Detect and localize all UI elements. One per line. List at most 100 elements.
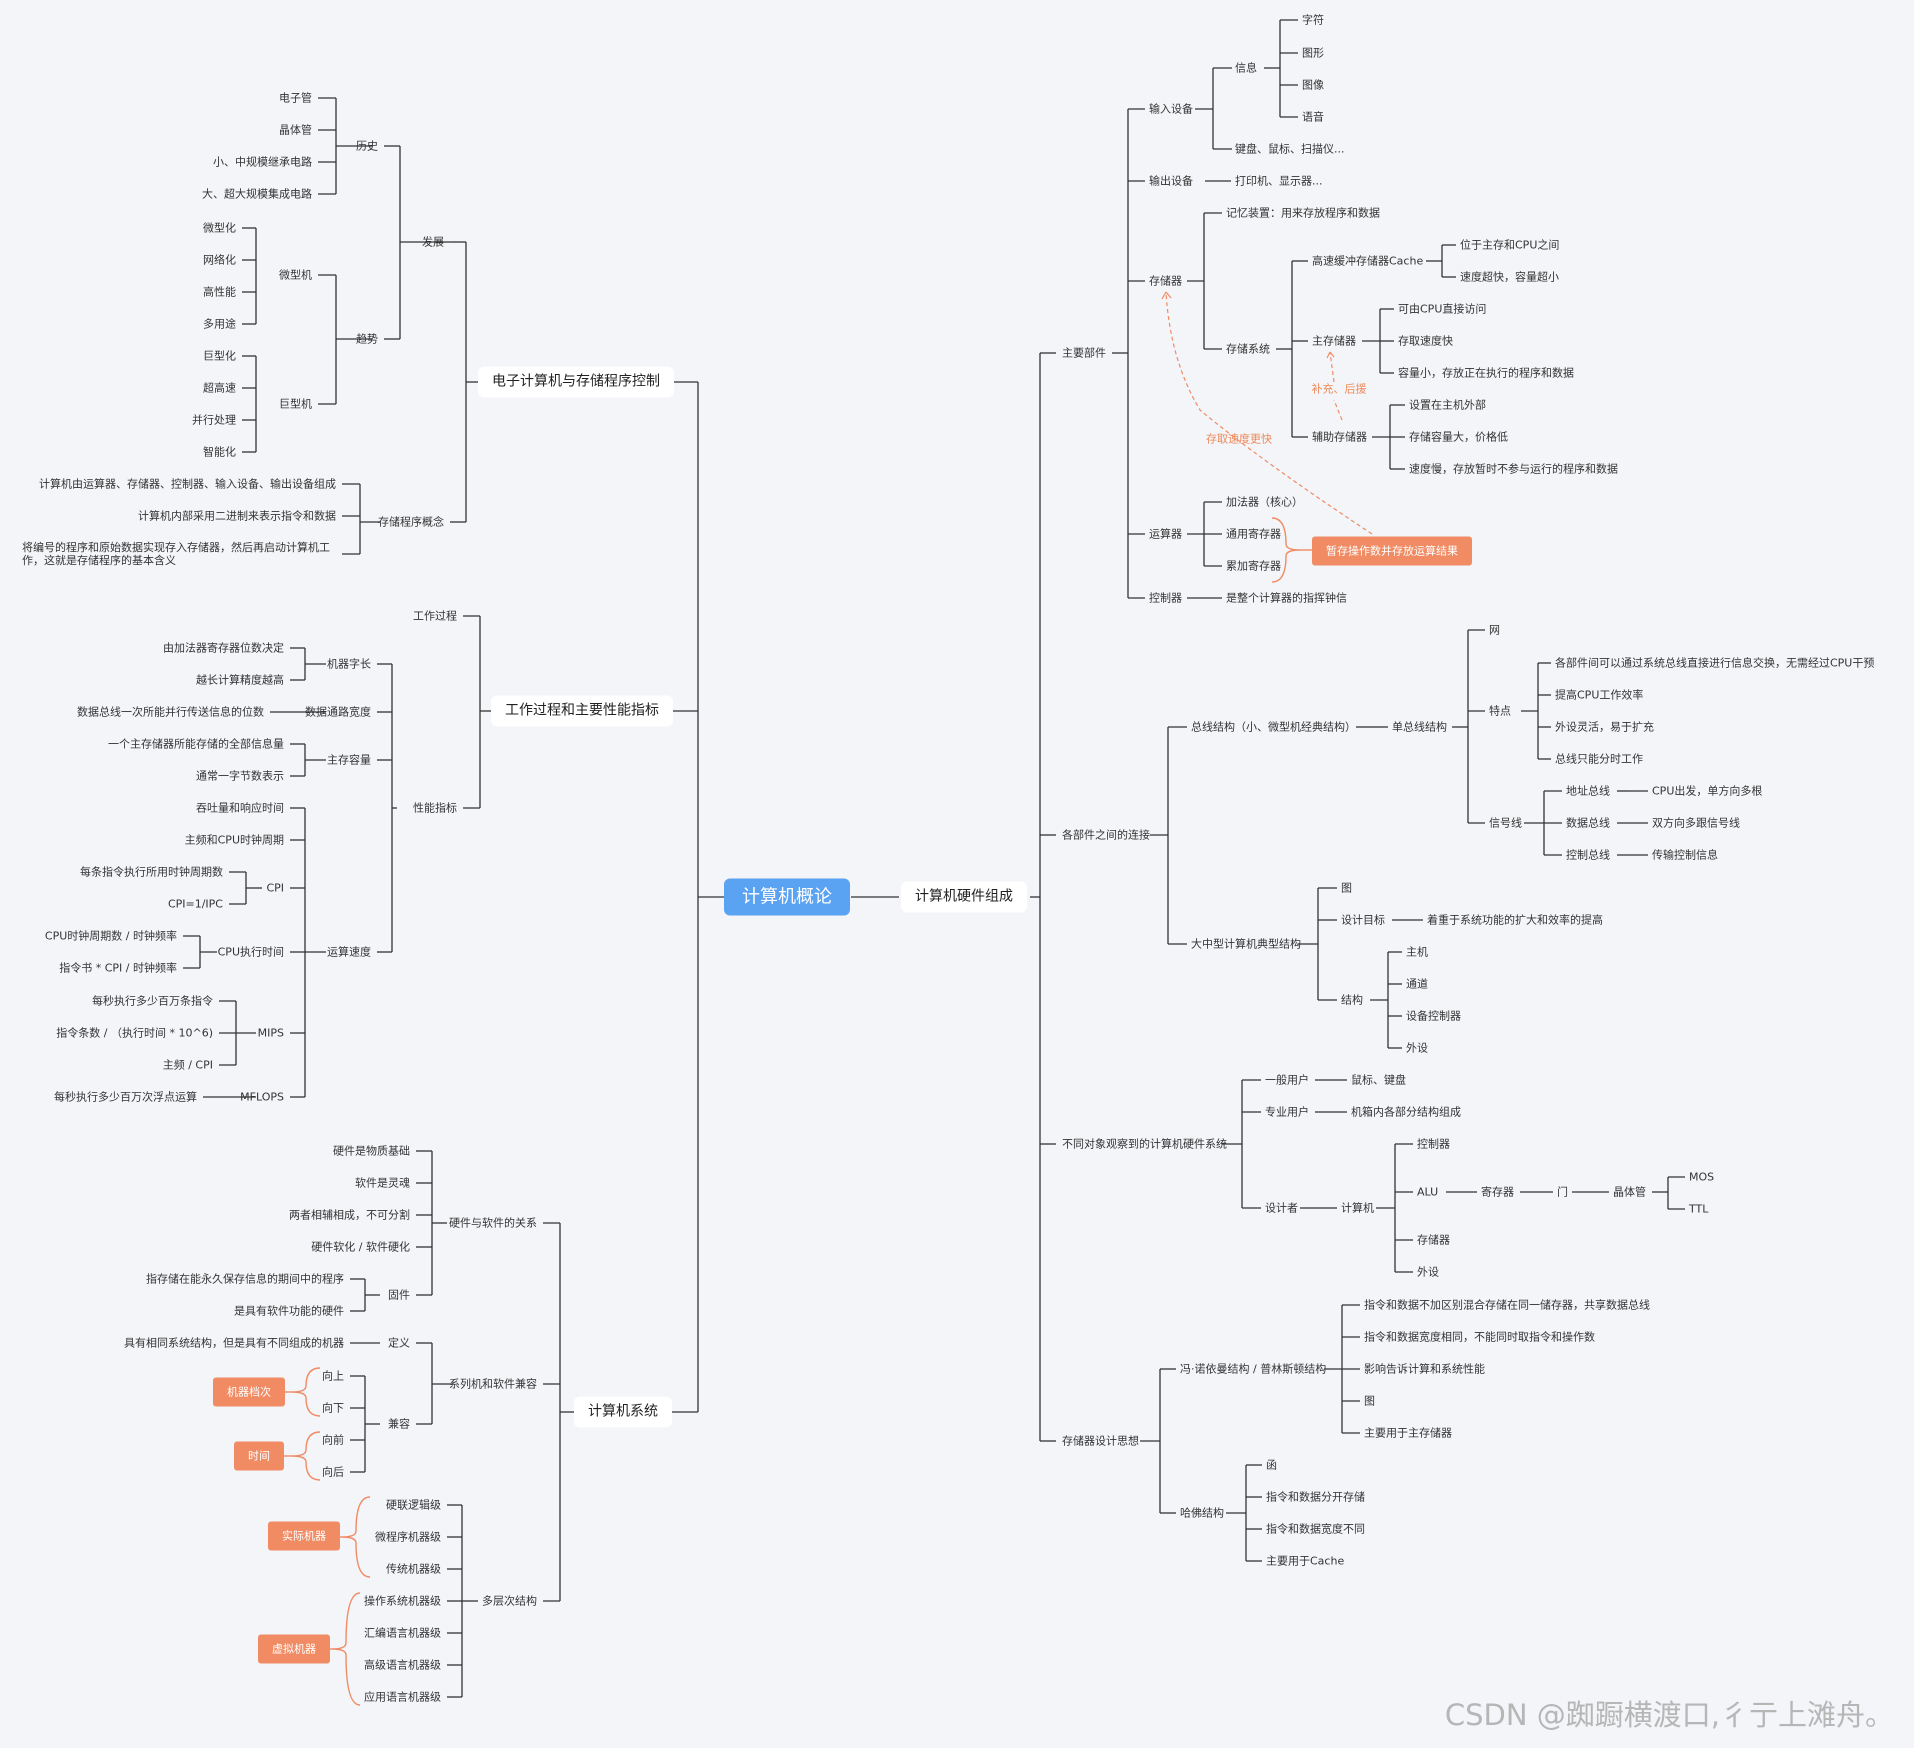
node-development[interactable]: 发展 <box>422 235 444 249</box>
node-stored-program[interactable]: 存储程序概念 <box>378 515 444 529</box>
speed-item: CPI=1/IPC <box>167 897 223 911</box>
general-user-view: 鼠标、键盘 <box>1351 1073 1406 1087</box>
trend-item: 高性能 <box>203 285 236 299</box>
speed-item: 指令书 * CPI / 时钟频率 <box>59 961 177 975</box>
node-supercomputer[interactable]: 巨型机 <box>279 397 312 411</box>
trend-item: 网络化 <box>203 253 236 267</box>
node-computer[interactable]: 计算机 <box>1341 1201 1374 1215</box>
dashed-arrow <box>1165 291 1373 535</box>
concept-item: 计算机内部采用二进制来表示指令和数据 <box>138 509 336 523</box>
node-memory[interactable]: 存储器 <box>1149 274 1182 288</box>
history-item: 大、超大规模集成电路 <box>202 187 312 201</box>
branch-storage-program[interactable]: 电子计算机与存储程序控制 <box>478 366 674 398</box>
arrow-head <box>1161 291 1172 300</box>
history-item: 电子管 <box>279 91 312 105</box>
node-main-memory[interactable]: 主存储器 <box>1312 334 1356 348</box>
node-aux-memory[interactable]: 辅助存储器 <box>1312 430 1367 444</box>
node-performance-index[interactable]: 性能指标 <box>413 801 457 815</box>
node-harvard[interactable]: 哈佛结构 <box>1180 1506 1224 1520</box>
accent-brace <box>341 1496 371 1578</box>
node-designer[interactable]: 设计者 <box>1265 1201 1298 1215</box>
node-cache[interactable]: 高速缓冲存储器Cache <box>1312 254 1424 268</box>
node-mainframe-structure[interactable]: 大中型计算机典型结构 <box>1191 937 1301 951</box>
node-firmware[interactable]: 固件 <box>388 1288 410 1302</box>
concept-item: 计算机由运算器、存储器、控制器、输入设备、输出设备组成 <box>39 477 336 491</box>
relation-item: 两者相辅相成，不可分割 <box>289 1208 410 1222</box>
node-transistor[interactable]: 晶体管 <box>1613 1185 1646 1199</box>
node-work-process[interactable]: 工作过程 <box>413 609 457 623</box>
node-output-device[interactable]: 输出设备 <box>1149 174 1193 188</box>
node-cpi[interactable]: CPI <box>266 881 284 895</box>
branch-hardware[interactable]: 计算机硬件组成 <box>901 881 1027 913</box>
node-observer-views[interactable]: 不同对象观察到的计算机硬件系统 <box>1062 1137 1227 1151</box>
node-memory-design[interactable]: 存储器设计思想 <box>1062 1434 1139 1448</box>
node-multilevel[interactable]: 多层次结构 <box>482 1594 537 1608</box>
node-compatibility[interactable]: 兼容 <box>388 1417 410 1431</box>
node-alu-unit[interactable]: 运算器 <box>1149 527 1182 541</box>
node-general-user[interactable]: 一般用户 <box>1265 1073 1309 1087</box>
info-item: 图形 <box>1302 46 1324 60</box>
design-goal-desc: 着重于系统功能的扩大和效率的提高 <box>1427 913 1603 927</box>
von-neumann-item: 指令和数据不加区别混合存储在同一储存器，共享数据总线 <box>1364 1298 1650 1312</box>
index-item: 一个主存储器所能存储的全部信息量 <box>108 737 284 751</box>
index-item: 由加法器寄存器位数决定 <box>163 641 284 655</box>
node-main-parts[interactable]: 主要部件 <box>1062 346 1106 360</box>
tag-machine-grade: 机器档次 <box>213 1377 285 1407</box>
node-cpu-time[interactable]: CPU执行时间 <box>217 945 284 959</box>
node-signal-lines[interactable]: 信号线 <box>1489 816 1522 830</box>
node-information[interactable]: 信息 <box>1235 61 1257 75</box>
computer-item[interactable]: ALU <box>1417 1185 1439 1199</box>
root-topic[interactable]: 计算机概论 <box>724 878 850 916</box>
branch-performance[interactable]: 工作过程和主要性能指标 <box>491 695 673 727</box>
info-item: 语音 <box>1302 110 1324 124</box>
structure-item: 主机 <box>1406 945 1428 959</box>
computer-item: 存储器 <box>1417 1233 1450 1247</box>
node-bus-structure[interactable]: 总线结构（小、微型机经典结构） <box>1191 720 1356 734</box>
harvard-item: 指令和数据分开存储 <box>1266 1490 1365 1504</box>
branch-computer-system[interactable]: 计算机系统 <box>574 1396 672 1428</box>
speed-item: CPU时钟周期数 / 时钟频率 <box>44 929 177 943</box>
structure-item: 外设 <box>1406 1041 1428 1055</box>
node-trend[interactable]: 趋势 <box>356 332 378 346</box>
history-item: 小、中规模继承电路 <box>213 155 312 169</box>
dashed-arrow <box>1329 351 1335 383</box>
tag-virtual-machine: 虚拟机器 <box>258 1634 330 1664</box>
tag-time: 时间 <box>234 1441 284 1471</box>
speed-item: 主频 / CPI <box>162 1058 213 1072</box>
node-input-device[interactable]: 输入设备 <box>1149 102 1193 116</box>
node-storage-system[interactable]: 存储系统 <box>1226 342 1270 356</box>
node-speed[interactable]: 运算速度 <box>327 945 371 959</box>
tag-real-machine: 实际机器 <box>268 1521 340 1551</box>
bus-type: 控制总线 <box>1566 848 1610 862</box>
node-datapath-width[interactable]: 数据通路宽度 <box>305 705 371 719</box>
note-faster-access: 存取速度更快 <box>1206 432 1272 446</box>
info-item: 字符 <box>1302 13 1324 27</box>
trend-item: 巨型化 <box>203 349 236 363</box>
node-register[interactable]: 寄存器 <box>1481 1185 1514 1199</box>
node-mips[interactable]: MIPS <box>257 1026 284 1040</box>
node-features[interactable]: 特点 <box>1489 704 1511 718</box>
node-hw-sw-relation[interactable]: 硬件与软件的关系 <box>449 1216 537 1230</box>
node-pro-user[interactable]: 专业用户 <box>1265 1105 1309 1119</box>
node-word-length[interactable]: 机器字长 <box>327 657 371 671</box>
compat-item: 向上 <box>322 1369 344 1383</box>
relation-item: 硬件是物质基础 <box>333 1144 410 1158</box>
node-von-neumann[interactable]: 冯·诺依曼结构 / 普林斯顿结构 <box>1180 1362 1327 1376</box>
index-item: 越长计算精度越高 <box>196 673 284 687</box>
node-mflops[interactable]: MFLOPS <box>240 1090 284 1104</box>
firmware-item: 指存储在能永久保存信息的期间中的程序 <box>146 1272 344 1286</box>
node-structure[interactable]: 结构 <box>1341 993 1363 1007</box>
node-gate[interactable]: 门 <box>1557 1185 1568 1199</box>
node-controller[interactable]: 控制器 <box>1149 591 1182 605</box>
node-single-bus[interactable]: 单总线结构 <box>1392 720 1447 734</box>
node-series-compat[interactable]: 系列机和软件兼容 <box>449 1377 537 1391</box>
cache-item: 速度超快，容量超小 <box>1460 270 1559 284</box>
node-microcomputer[interactable]: 微型机 <box>279 268 312 282</box>
node-history[interactable]: 历史 <box>356 139 378 153</box>
node-memory-capacity[interactable]: 主存容量 <box>327 753 371 767</box>
node-definition[interactable]: 定义 <box>388 1336 410 1350</box>
transistor-type: TTL <box>1689 1202 1709 1216</box>
bus-type: 数据总线 <box>1566 816 1610 830</box>
node-connection[interactable]: 各部件之间的连接 <box>1062 828 1150 842</box>
node-design-goal[interactable]: 设计目标 <box>1341 913 1385 927</box>
